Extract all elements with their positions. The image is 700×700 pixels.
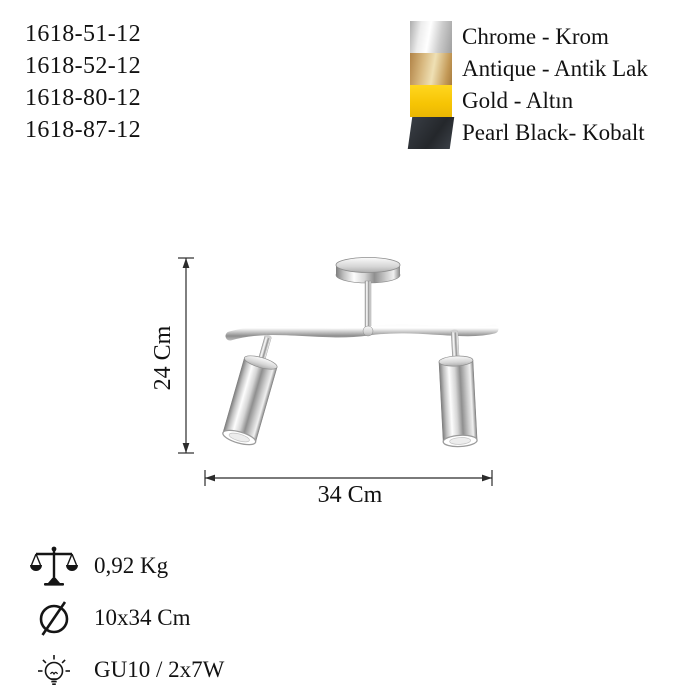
scale-icon (30, 546, 78, 586)
diameter-value: 10x34 Cm (94, 605, 191, 630)
product-codes: 1618-51-12 1618-52-12 1618-80-12 1618-87… (25, 18, 141, 146)
chrome-swatch (410, 21, 452, 53)
width-dimension-line (204, 470, 493, 486)
product-code: 1618-52-12 (25, 53, 141, 79)
height-dimension-line (178, 257, 194, 454)
finish-label: Antique - Antik Lak (462, 56, 648, 81)
finish-label: Pearl Black- Kobalt (462, 120, 645, 145)
antique-swatch (410, 53, 452, 85)
finish-options: Chrome - Krom Antique - Antik Lak Gold -… (407, 21, 648, 149)
spec-list: 0,92 Kg 10x34 Cm (30, 540, 224, 696)
finish-option-black: Pearl Black- Kobalt (407, 117, 648, 149)
gold-swatch (410, 85, 452, 117)
finish-label: Gold - Altın (462, 88, 574, 113)
bar-joint (362, 325, 374, 337)
product-code: 1618-51-12 (25, 21, 141, 47)
weight-value: 0,92 Kg (94, 553, 169, 578)
finish-option-chrome: Chrome - Krom (410, 21, 648, 53)
finish-option-antique: Antique - Antik Lak (410, 53, 648, 85)
product-code: 1618-87-12 (25, 117, 141, 143)
right-spotlight (438, 329, 478, 448)
diameter-icon (39, 601, 69, 636)
finish-option-gold: Gold - Altın (410, 85, 648, 117)
bulb-icon (38, 655, 70, 685)
left-spotlight (222, 334, 278, 446)
bulb-spec: GU10 / 2x7W (30, 644, 224, 696)
product-code: 1618-80-12 (25, 85, 141, 111)
width-dimension-label: 34 Cm (317, 482, 383, 508)
black-swatch (407, 117, 455, 149)
finish-label: Chrome - Krom (462, 24, 609, 49)
lamp-technical-drawing (178, 257, 499, 486)
height-dimension-label: 24 Cm (150, 325, 176, 391)
bulb-value: GU10 / 2x7W (94, 657, 225, 682)
weight-spec: 0,92 Kg (30, 540, 224, 592)
diameter-spec: 10x34 Cm (30, 592, 224, 644)
ceiling-canopy (335, 257, 401, 284)
stem (364, 280, 372, 334)
